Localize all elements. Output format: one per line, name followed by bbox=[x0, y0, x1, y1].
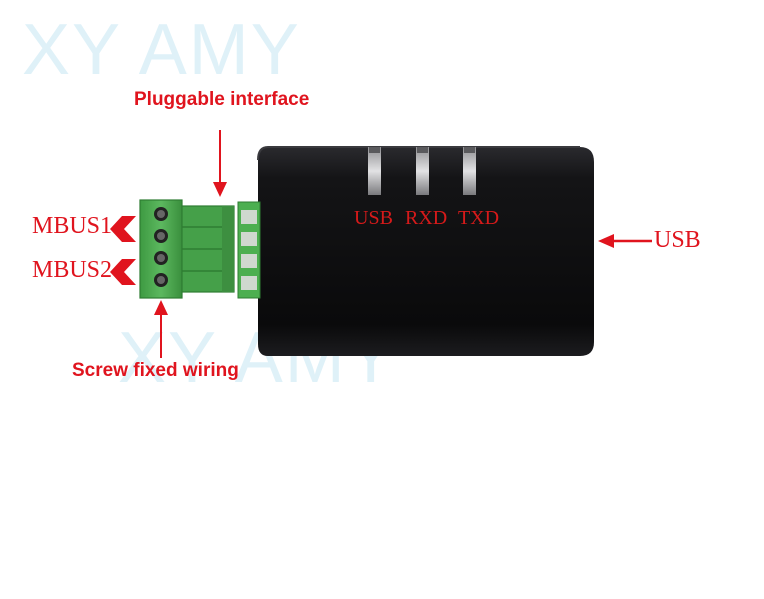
screw-fixed-wiring-label: Screw fixed wiring bbox=[72, 360, 239, 381]
pluggable-socket bbox=[237, 201, 261, 299]
arrow-usb-port bbox=[598, 234, 652, 248]
led-txd-label: TXD bbox=[458, 207, 500, 229]
led-usb-label: USB bbox=[354, 207, 393, 229]
arrow-pluggable-interface bbox=[213, 130, 227, 197]
converter-body bbox=[257, 146, 594, 356]
mbus1-label: MBUS1 bbox=[32, 213, 113, 239]
chevron-mbus2-icon bbox=[110, 259, 136, 285]
led-usb-window bbox=[368, 147, 381, 195]
screw-terminal-block bbox=[139, 199, 235, 299]
pluggable-interface-label: Pluggable interface bbox=[134, 89, 310, 110]
usb-port-label: USB bbox=[654, 227, 701, 253]
led-rxd-window bbox=[416, 147, 429, 195]
arrow-screw-fixed-wiring bbox=[154, 300, 168, 358]
chevron-mbus1-icon bbox=[110, 216, 136, 242]
led-txd-window bbox=[463, 147, 476, 195]
led-rxd-label: RXD bbox=[405, 207, 448, 229]
mbus2-label: MBUS2 bbox=[32, 257, 113, 283]
